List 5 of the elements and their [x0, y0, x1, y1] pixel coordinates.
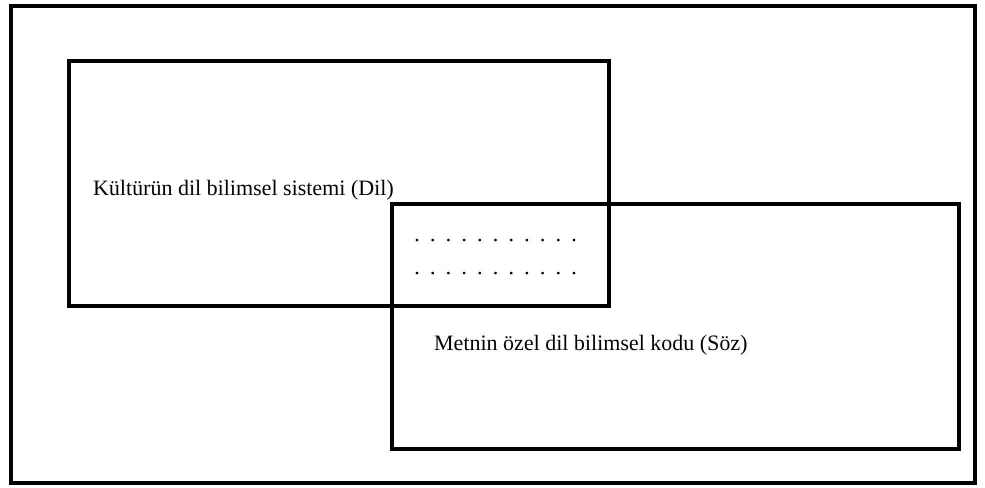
concept-box: [67, 59, 611, 308]
box-label: Metnin özel dil bilimsel kodu (Söz): [434, 330, 748, 356]
box-label: Kültürün dil bilimsel sistemi (Dil): [93, 175, 394, 201]
concept-box: [390, 202, 961, 451]
frame-box: [9, 4, 977, 485]
